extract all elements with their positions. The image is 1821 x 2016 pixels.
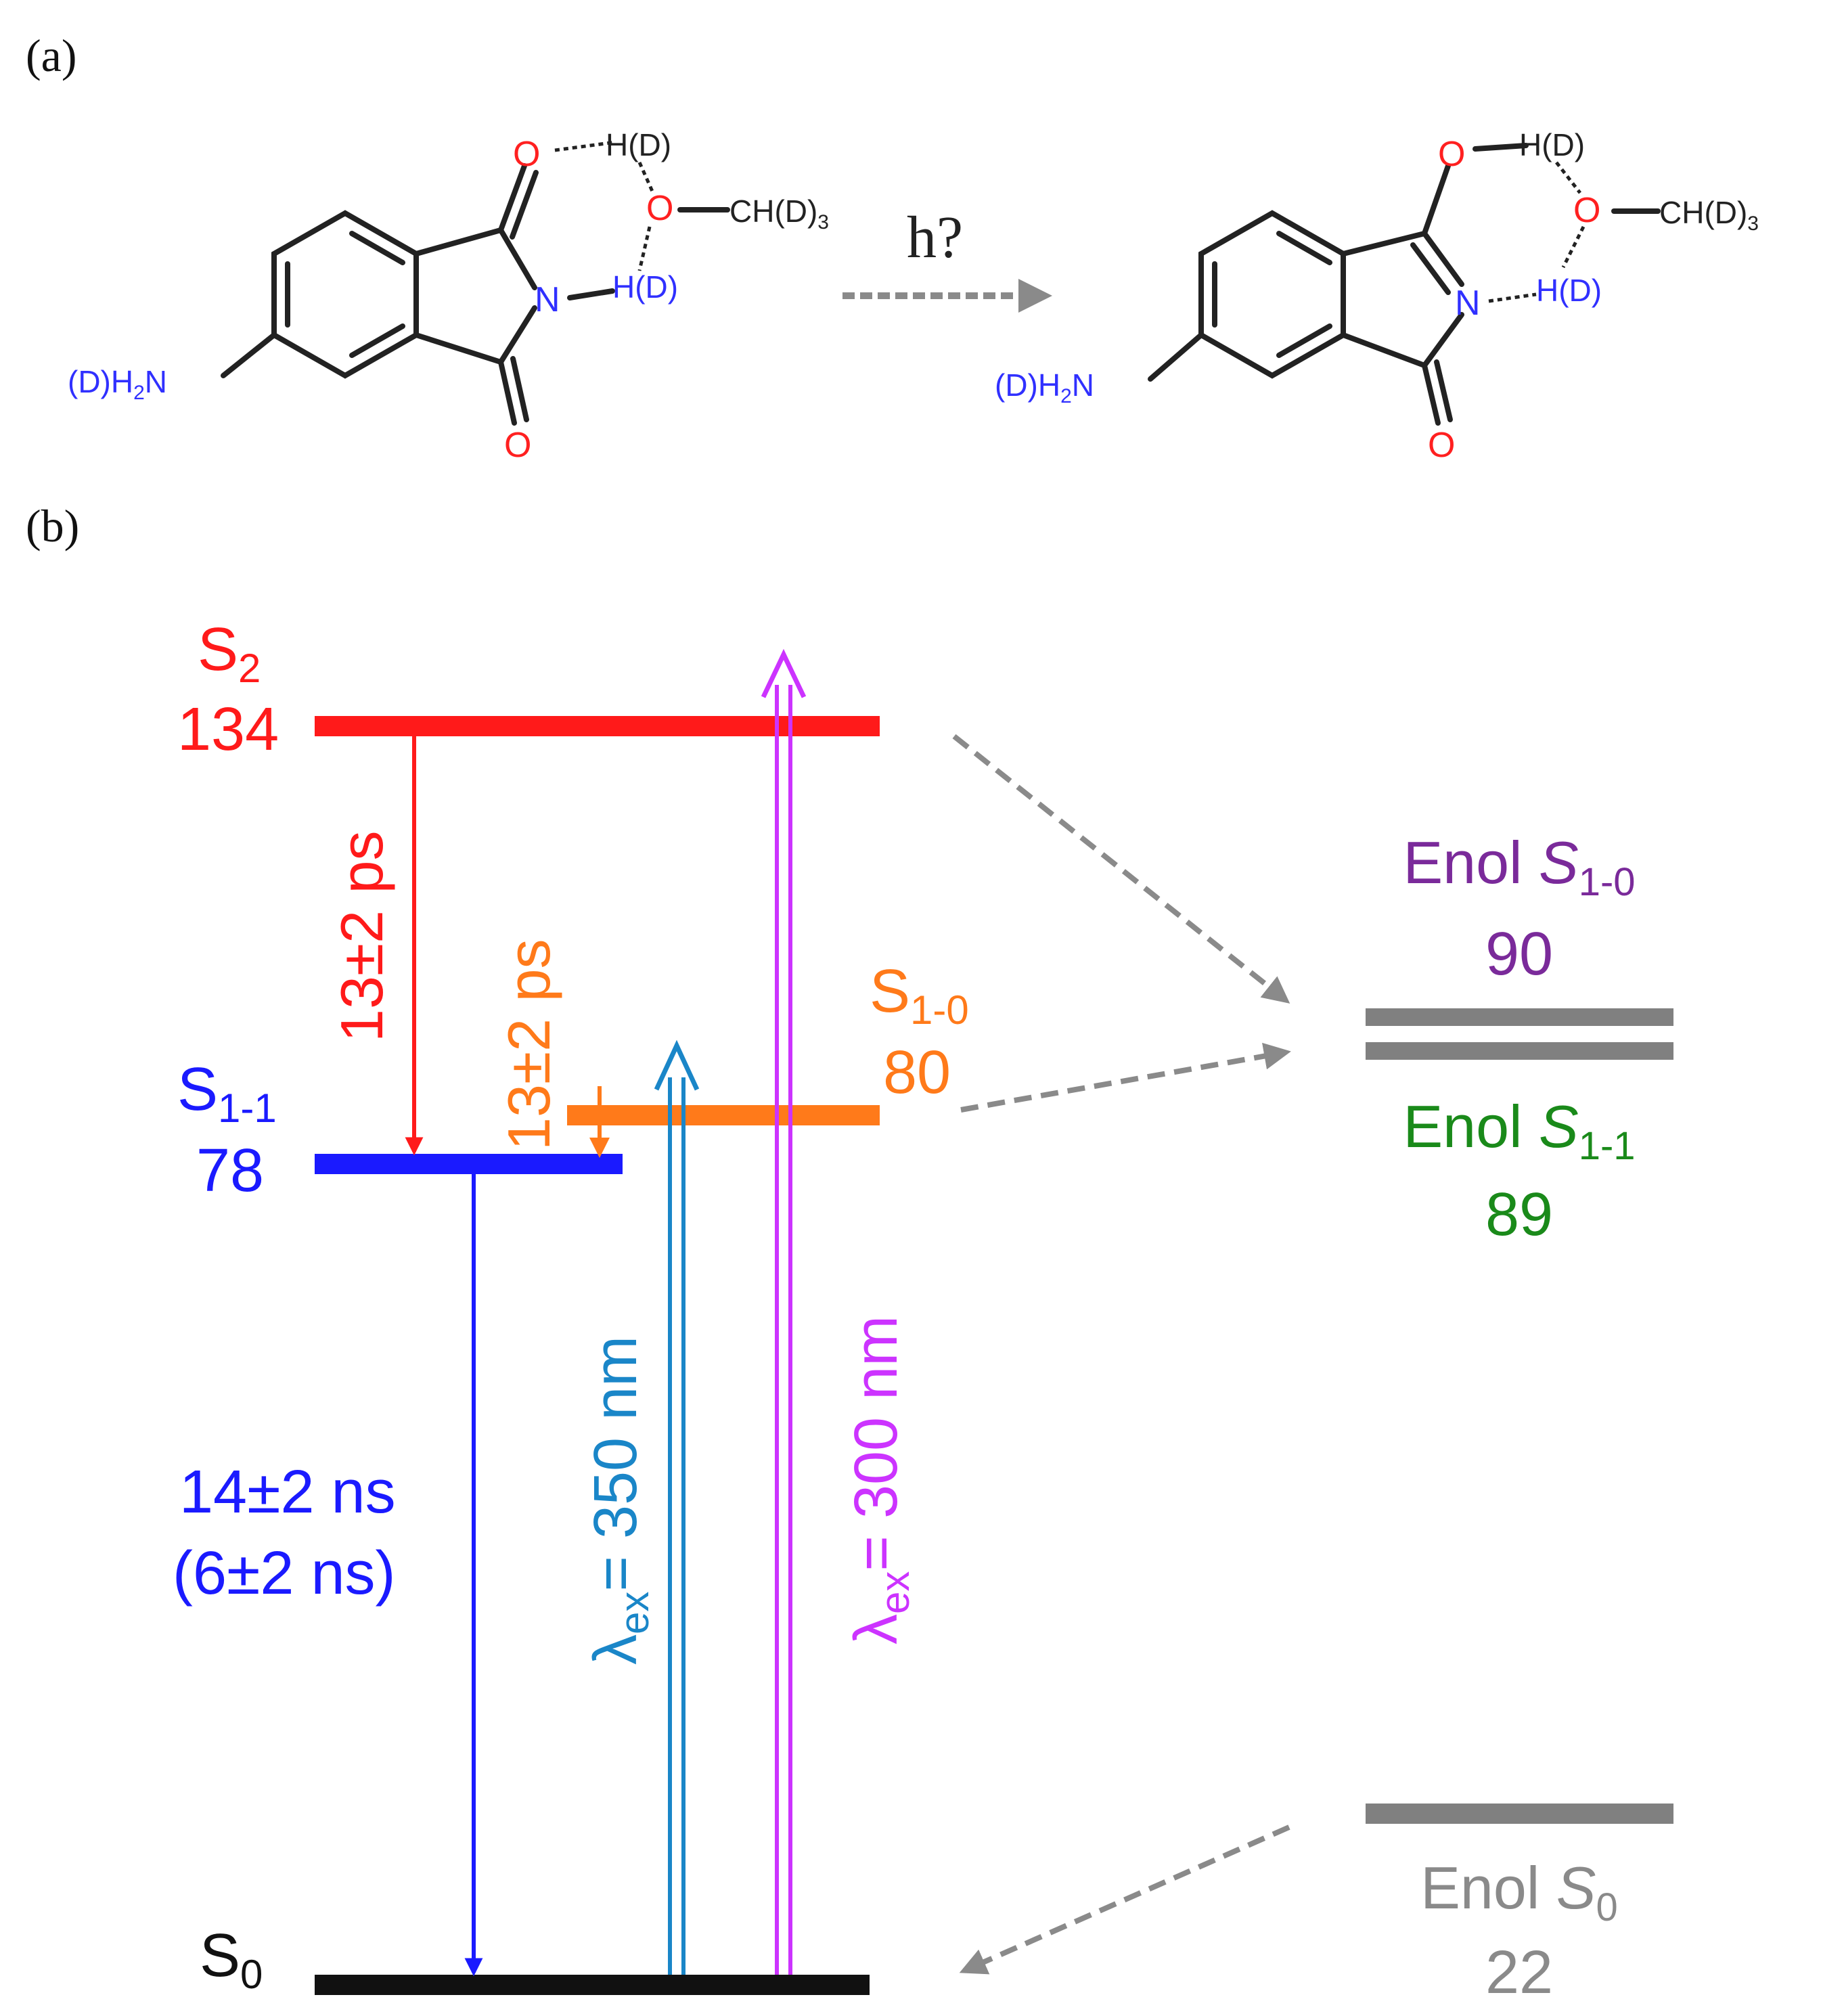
enol-amine: (D)H2N (995, 367, 1094, 407)
keto-amine: (D)H2N (68, 364, 167, 404)
keto-h-top: H(D) (606, 127, 671, 162)
level-enol-s11-bar (1366, 1042, 1673, 1060)
enol-o-bottom: O (1428, 426, 1455, 465)
keto-o-bottom: O (504, 426, 531, 465)
level-enol-s10-bar (1366, 1008, 1673, 1026)
label-s11: S1-1 (177, 1056, 277, 1131)
level-enol-s0-bar (1366, 1804, 1673, 1824)
molecule-keto (221, 163, 730, 426)
label-s2: S2 (198, 616, 261, 691)
label-fluorescence-2: (6±2 ns) (173, 1540, 396, 1607)
label-ex300: λex= 300 nm (842, 1316, 918, 1644)
label-s2-to-s11: 13±2 ps (328, 830, 395, 1042)
level-s10-bar (567, 1105, 880, 1125)
value-s2: 134 (177, 696, 279, 763)
enol-o-top: O (1438, 135, 1465, 174)
level-s11-bar (315, 1154, 623, 1174)
keto-h-nh: H(D) (612, 269, 678, 305)
label-enol-s10: Enol S1-0 (1403, 829, 1635, 904)
dashed-arrow-s2-to-enol (952, 734, 1290, 1004)
enol-h-n: H(D) (1536, 273, 1602, 308)
label-s10: S1-0 (870, 958, 969, 1033)
enol-h-top: H(D) (1519, 127, 1585, 162)
label-s10-to-s11: 13±2 ps (495, 939, 562, 1150)
label-enol-s11: Enol S1-1 (1403, 1093, 1635, 1168)
keto-nitrogen: N (535, 280, 560, 319)
keto-o-top: O (513, 135, 540, 174)
reaction-label: h? (907, 205, 963, 271)
label-fluorescence-1: 14±2 ns (179, 1458, 396, 1526)
value-s11: 78 (196, 1137, 264, 1205)
arrow-ex300 (761, 648, 807, 1975)
panel-label-b: (b) (26, 500, 79, 552)
value-enol-s11: 89 (1485, 1181, 1553, 1249)
value-s10: 80 (883, 1039, 951, 1106)
enol-methanol-o: O (1573, 191, 1600, 230)
level-s0-bar (315, 1975, 870, 1995)
molecule-enol-hbonds (1488, 161, 1586, 303)
arrow-ex350 (654, 1039, 700, 1975)
molecule-enol (1148, 143, 1661, 426)
value-enol-s0: 22 (1485, 1939, 1553, 2007)
label-ex350: λex= 350 nm (582, 1336, 657, 1665)
level-s2-bar (315, 716, 880, 736)
panel-label-a: (a) (26, 30, 76, 81)
dashed-arrow-s10-to-enol (960, 1042, 1291, 1113)
label-s0: S0 (200, 1922, 263, 1997)
label-enol-s0: Enol S0 (1420, 1854, 1618, 1929)
value-enol-s10: 90 (1485, 920, 1553, 988)
keto-methyl: CH(D)3 (729, 194, 829, 233)
enol-methyl: CH(D)3 (1659, 195, 1759, 235)
enol-nitrogen: N (1455, 284, 1481, 323)
molecule-keto-hbonds (554, 140, 655, 271)
keto-methanol-o: O (646, 189, 673, 228)
dashed-arrow-enol-s0-to-s0 (959, 1824, 1290, 1975)
